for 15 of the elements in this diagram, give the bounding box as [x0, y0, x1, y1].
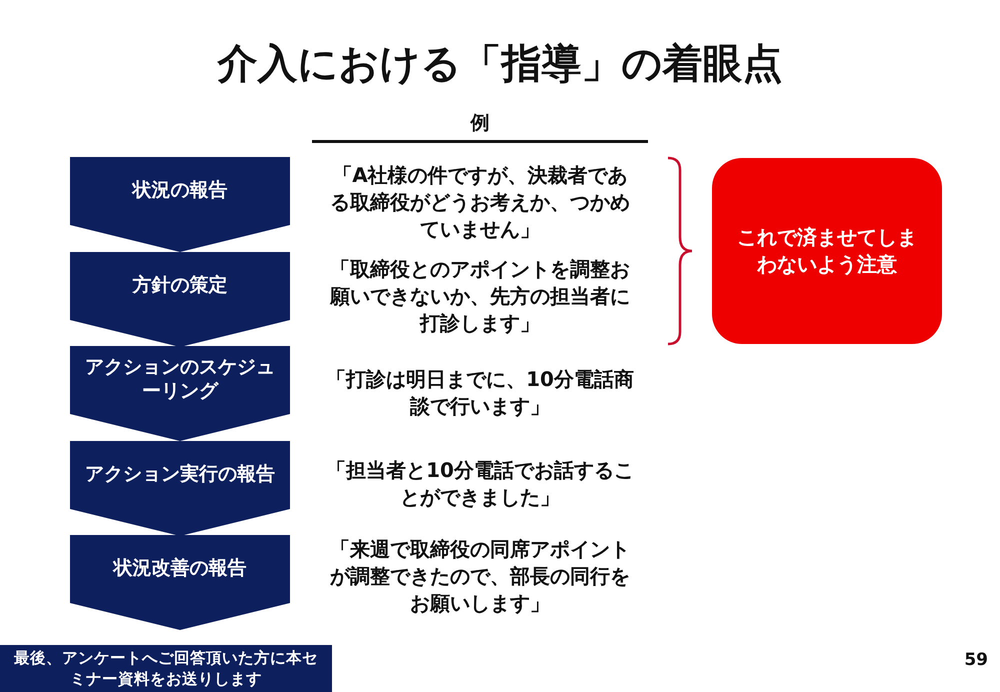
notice-banner: 最後、アンケートへご回答頂いた方に本セミナー資料をお送りします [0, 645, 332, 692]
column-heading: 例 [469, 111, 490, 136]
chevron-step: 状況改善の報告 [70, 535, 290, 630]
example-quote: 「担当者と10分電話でお話することができました」 [325, 457, 635, 511]
page-number: 59 [963, 650, 988, 670]
title: 介入における「指導」の着眼点 [216, 40, 784, 89]
example-quote: 「取締役とのアポイントを調整お願いできないか、先方の担当者に打診します」 [328, 256, 631, 337]
example-quote: 「A社様の件ですが、決裁者である取締役がどうお考えか、つかめていません」 [329, 162, 631, 243]
chevron-step: 方針の策定 [70, 252, 290, 347]
chevron-step: アクション実行の報告 [70, 441, 290, 536]
warning-box: これで済ませてしまわないよう注意 [712, 158, 942, 344]
example-quote: 「打診は明日までに、10分電話商談で行います」 [325, 366, 635, 420]
chevron-step: アクションのスケジューリング [70, 346, 290, 441]
example-quote: 「来週で取締役の同席アポイントが調整できたので、部長の同行をお願いします」 [329, 536, 631, 617]
chevron-step: 状況の報告 [70, 157, 290, 252]
